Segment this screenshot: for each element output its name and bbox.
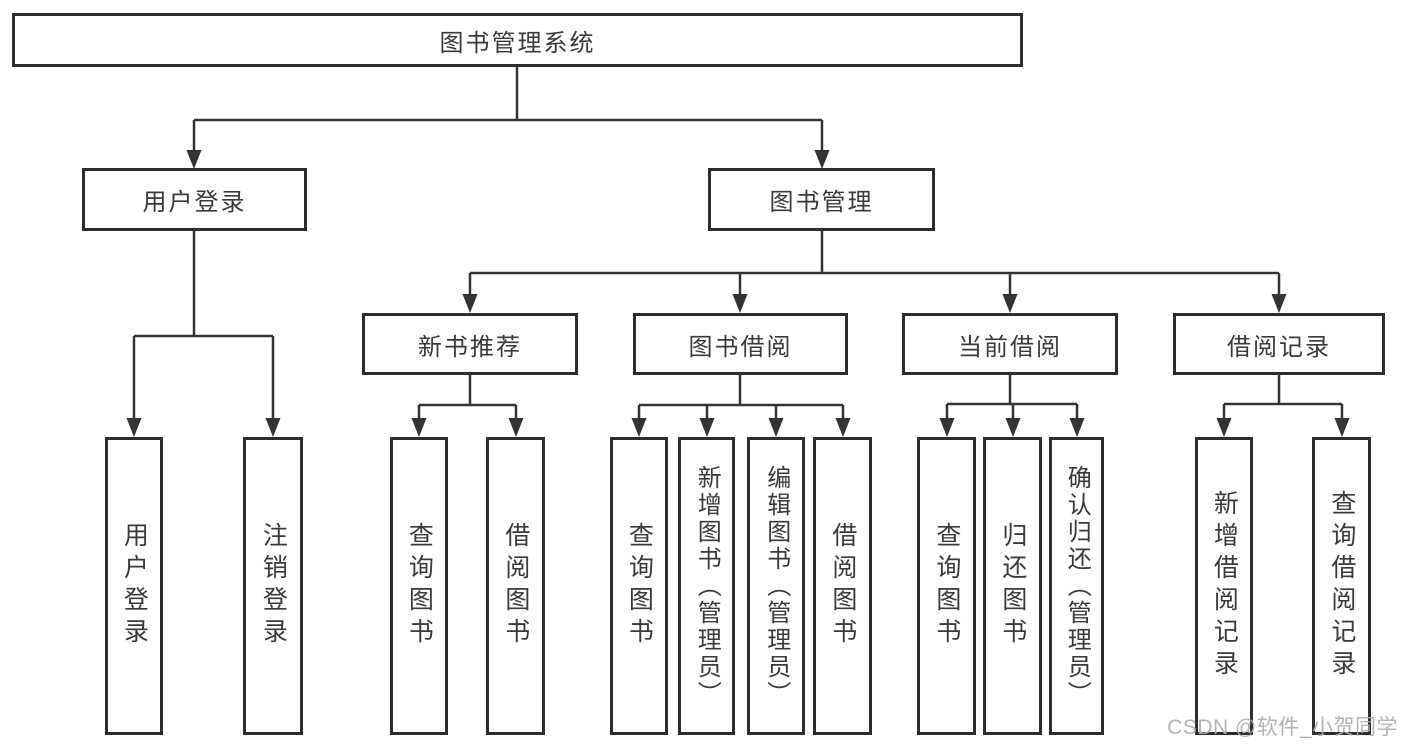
node-book-management: 图书管理 — [708, 168, 935, 231]
node-query-borrow-record-label: 查询借阅记录 — [1327, 490, 1356, 682]
node-query-book-borrow-label: 查询图书 — [625, 522, 654, 650]
arrow-down-icon — [126, 418, 142, 437]
arrow-down-icon — [462, 294, 478, 313]
node-query-book-current-label: 查询图书 — [932, 522, 961, 650]
arrow-down-icon — [411, 418, 427, 437]
node-confirm-return-admin: 确认归还（管理员） — [1049, 437, 1104, 735]
node-current-borrow-label: 当前借阅 — [958, 333, 1062, 361]
arrow-down-icon — [732, 294, 748, 313]
node-query-book-borrow: 查询图书 — [610, 437, 668, 735]
arrow-down-icon — [508, 418, 524, 437]
connector-new-book-children — [417, 374, 518, 420]
node-book-borrow: 图书借阅 — [633, 313, 848, 375]
arrow-down-icon — [835, 418, 851, 437]
node-current-borrow: 当前借阅 — [902, 313, 1118, 375]
node-login-label: 用户登录 — [120, 522, 149, 650]
arrow-down-icon — [1002, 294, 1018, 313]
node-book-borrow-label: 图书借阅 — [688, 333, 793, 361]
connector-root-to-level2 — [192, 66, 824, 152]
connector-borrow-records-children — [1222, 374, 1344, 420]
node-add-borrow-record: 新增借阅记录 — [1195, 437, 1253, 735]
node-book-management-label: 图书管理 — [769, 189, 874, 216]
arrow-down-icon — [1271, 294, 1287, 313]
node-borrow-book: 借阅图书 — [813, 437, 872, 735]
node-logout-label: 注销登录 — [259, 522, 288, 650]
arrowheads — [126, 150, 1350, 437]
arrow-down-icon — [186, 150, 202, 169]
node-return-book-label: 归还图书 — [998, 522, 1027, 650]
node-user-login-label: 用户登录 — [142, 189, 247, 216]
node-root-label: 图书管理系统 — [439, 29, 596, 57]
node-borrow-records-label: 借阅记录 — [1227, 333, 1331, 361]
connector-current-borrow-children — [945, 374, 1079, 420]
arrow-down-icon — [939, 418, 955, 437]
node-return-book: 归还图书 — [983, 437, 1042, 735]
arrow-down-icon — [814, 150, 830, 169]
node-borrow-book-label: 借阅图书 — [828, 522, 857, 650]
node-add-book-admin-label: 新增图书（管理员） — [693, 464, 721, 708]
node-query-borrow-record: 查询借阅记录 — [1312, 437, 1371, 735]
node-query-book-current: 查询图书 — [917, 437, 976, 735]
node-borrow-book-recommend-label: 借阅图书 — [501, 522, 530, 650]
watermark: CSDN @软件_小贺同学 — [1167, 716, 1398, 739]
arrow-down-icon — [699, 418, 715, 437]
connector-book-borrow-children — [637, 374, 845, 420]
node-new-book-recommend-label: 新书推荐 — [418, 333, 522, 361]
connector-book-management-children — [468, 230, 1281, 296]
node-query-book-recommend: 查询图书 — [390, 437, 448, 735]
arrow-down-icon — [265, 418, 281, 437]
node-logout: 注销登录 — [243, 437, 303, 735]
arrow-down-icon — [1005, 418, 1021, 437]
node-new-book-recommend: 新书推荐 — [362, 313, 578, 375]
arrow-down-icon — [1069, 418, 1085, 437]
node-login: 用户登录 — [105, 437, 163, 735]
arrow-down-icon — [1216, 418, 1232, 437]
node-edit-book-admin-label: 编辑图书（管理员） — [762, 464, 790, 708]
arrow-down-icon — [768, 418, 784, 437]
node-user-login: 用户登录 — [82, 168, 307, 231]
node-confirm-return-admin-label: 确认归还（管理员） — [1063, 464, 1091, 708]
node-add-book-admin: 新增图书（管理员） — [678, 437, 735, 735]
connector-user-login-children — [132, 230, 275, 420]
node-root: 图书管理系统 — [12, 13, 1023, 67]
node-borrow-book-recommend: 借阅图书 — [486, 437, 545, 735]
node-borrow-records: 借阅记录 — [1173, 313, 1385, 375]
node-query-book-recommend-label: 查询图书 — [405, 522, 434, 650]
node-add-borrow-record-label: 新增借阅记录 — [1210, 490, 1239, 682]
arrow-down-icon — [1334, 418, 1350, 437]
node-edit-book-admin: 编辑图书（管理员） — [747, 437, 805, 735]
arrow-down-icon — [631, 418, 647, 437]
